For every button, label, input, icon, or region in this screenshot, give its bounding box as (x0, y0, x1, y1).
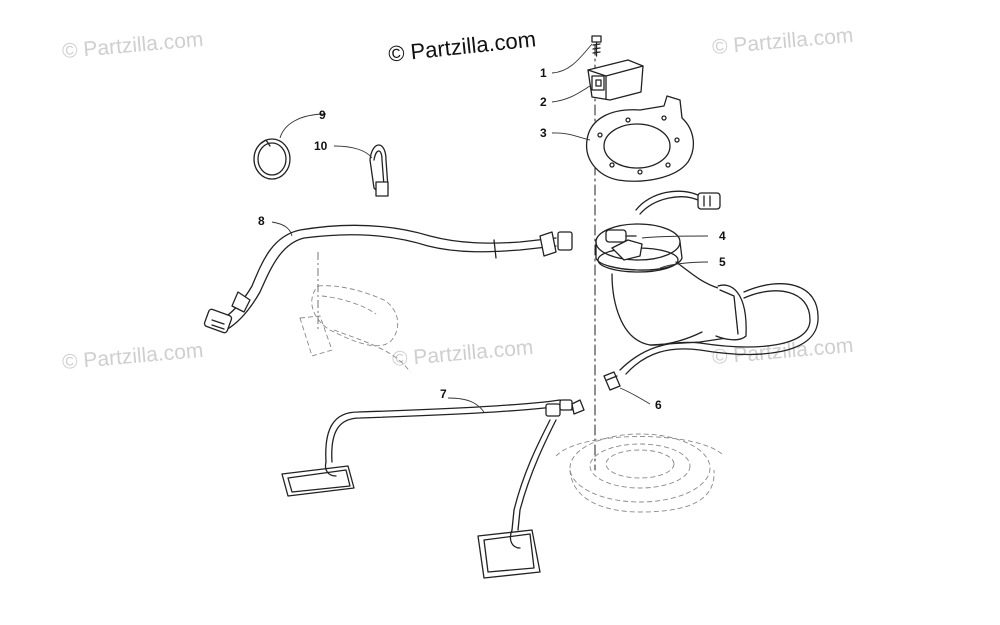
callout-4: 4 (719, 229, 726, 243)
bracket-connector-part (587, 59, 644, 101)
callout-1: 1 (540, 66, 547, 80)
callout-9: 9 (319, 108, 326, 122)
screw-part (591, 35, 602, 57)
callout-2: 2 (540, 95, 547, 109)
fuel-pump-assembly (595, 190, 819, 375)
wiring-harness-part (203, 224, 573, 334)
callout-8: 8 (258, 214, 265, 228)
callout-5: 5 (719, 255, 726, 269)
vent-hose-part (281, 399, 585, 579)
mounting-plate-part (586, 95, 695, 182)
leader-lines (271, 43, 709, 413)
fitting-part (603, 371, 621, 391)
callout-3: 3 (540, 126, 547, 140)
cable-tie-part (369, 144, 389, 197)
clamp-ring-part (253, 138, 291, 180)
callout-6: 6 (655, 398, 662, 412)
phantom-context (299, 285, 725, 513)
callout-7: 7 (440, 387, 447, 401)
callout-10: 10 (314, 139, 328, 153)
